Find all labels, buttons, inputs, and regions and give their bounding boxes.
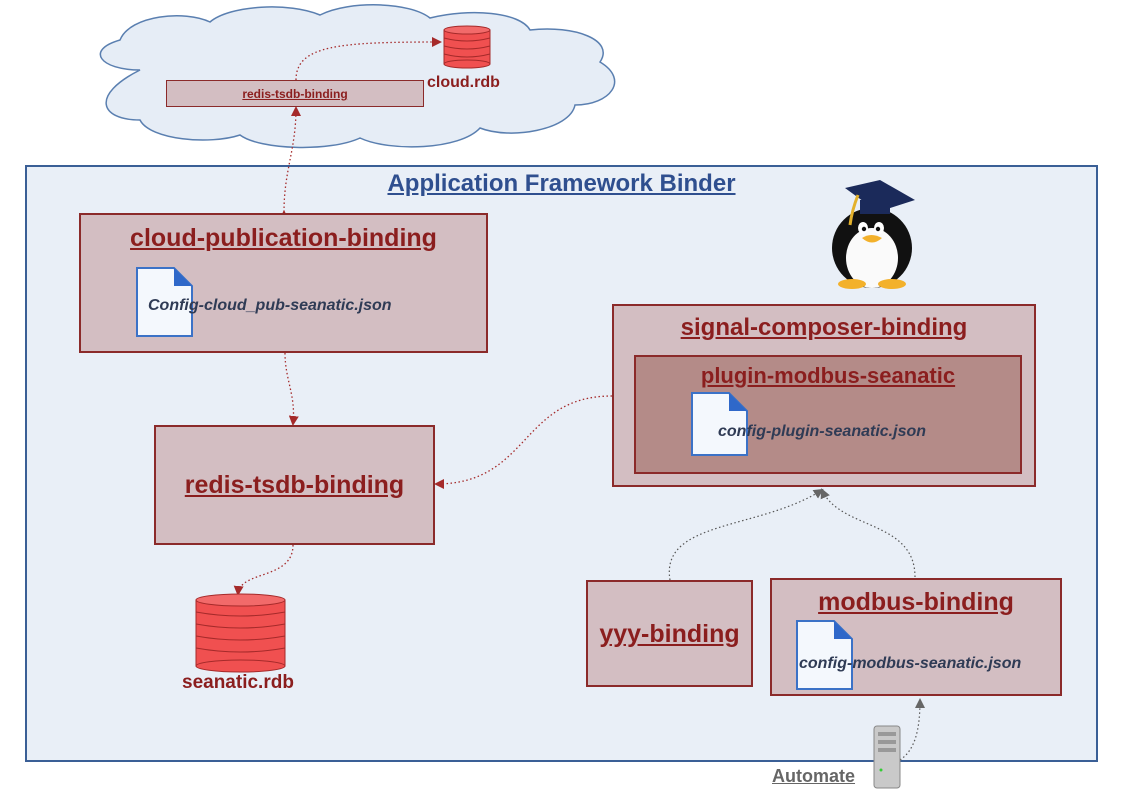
yyy-binding-title: yyy-binding — [599, 620, 740, 648]
cloud-icon — [99, 4, 616, 149]
signal-composer-binding-title: signal-composer-binding — [680, 314, 968, 341]
plugin-modbus-seanatic-box[interactable]: plugin-modbus-seanatic config-plugin-sea… — [634, 355, 1022, 474]
frame-title: Application Framework Binder — [387, 170, 736, 197]
cloud-publication-binding-title: cloud-publication-binding — [130, 224, 437, 252]
cloud-binding-label: redis-tsdb-binding — [242, 87, 348, 101]
plugin-config-file: config-plugin-seanatic.json — [718, 423, 927, 440]
automate-label: Automate — [772, 766, 856, 786]
file-icon — [691, 392, 748, 456]
tux-graduate-icon — [832, 180, 915, 289]
file-icon — [796, 620, 853, 690]
redis-tsdb-binding-box[interactable]: redis-tsdb-binding — [154, 425, 435, 545]
seanatic-database-icon — [195, 593, 286, 673]
modbus-config-file: config-modbus-seanatic.json — [799, 655, 1022, 672]
plugin-modbus-seanatic-title: plugin-modbus-seanatic — [700, 363, 956, 388]
cloud-database-icon — [443, 25, 491, 69]
cloud-publication-binding-box[interactable]: cloud-publication-binding Config-cloud_p… — [79, 213, 488, 353]
cloud-publication-config-file: Config-cloud_pub-seanatic.json — [148, 297, 392, 314]
modbus-binding-box[interactable]: modbus-binding config-modbus-seanatic.js… — [770, 578, 1062, 696]
server-icon — [873, 725, 901, 789]
redis-tsdb-binding-title: redis-tsdb-binding — [184, 471, 405, 499]
seanatic-db-label: seanatic.rdb — [182, 672, 294, 693]
file-icon — [136, 267, 193, 337]
signal-composer-binding-box[interactable]: signal-composer-binding plugin-modbus-se… — [612, 304, 1036, 487]
modbus-binding-title: modbus-binding — [818, 588, 1014, 616]
cloud-db-label: cloud.rdb — [427, 74, 500, 91]
yyy-binding-box[interactable]: yyy-binding — [586, 580, 753, 687]
cloud-redis-tsdb-binding[interactable]: redis-tsdb-binding — [166, 80, 424, 107]
